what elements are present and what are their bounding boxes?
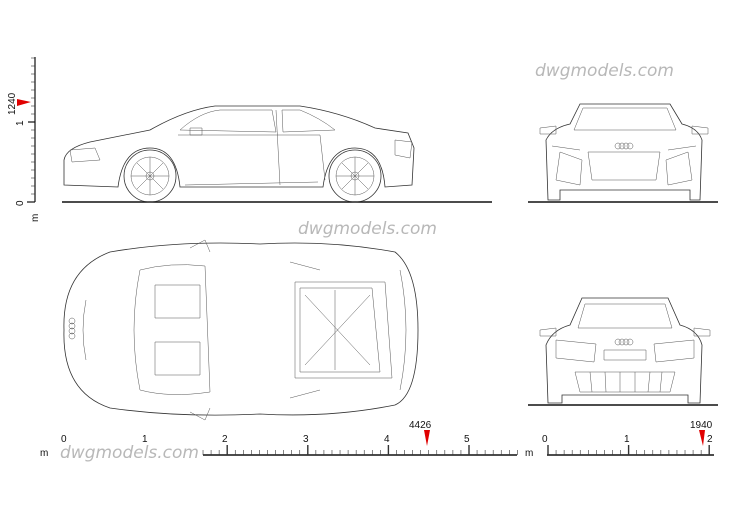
watermark: dwgmodels.com xyxy=(298,219,437,239)
scale-label: 2 xyxy=(707,434,713,445)
scale-label: 1 xyxy=(624,434,630,445)
scale-label: 0 xyxy=(61,434,67,445)
length-value: 4426 xyxy=(409,420,432,431)
length-scale: m 0 1 2 3 4 5 4426 xyxy=(40,420,518,459)
height-value: 1240 xyxy=(7,92,18,115)
scale-label: 1 xyxy=(15,120,26,126)
scale-label: 2 xyxy=(222,434,228,445)
car-front-view xyxy=(528,103,718,203)
scale-label: 5 xyxy=(464,434,470,445)
scale-label: 1 xyxy=(142,434,148,445)
width-marker-icon xyxy=(699,430,705,446)
watermark: dwgmodels.com xyxy=(60,443,199,463)
scale-label: 4 xyxy=(384,434,390,445)
scale-label: 3 xyxy=(303,434,309,445)
unit-label: m xyxy=(525,448,533,459)
vertical-scale: 0 1 1240 m xyxy=(7,57,41,222)
car-side-view xyxy=(62,105,492,203)
scale-label: 0 xyxy=(15,200,26,206)
car-top-view xyxy=(63,239,419,421)
unit-label: m xyxy=(30,214,41,222)
scale-label: 0 xyxy=(542,434,548,445)
watermark: dwgmodels.com xyxy=(535,61,674,81)
car-rear-view xyxy=(528,297,718,406)
unit-label: m xyxy=(40,448,48,459)
width-value: 1940 xyxy=(690,420,713,431)
length-marker-icon xyxy=(424,430,430,446)
height-marker-icon xyxy=(17,99,31,106)
width-scale: m 0 1 2 1940 xyxy=(525,420,714,459)
